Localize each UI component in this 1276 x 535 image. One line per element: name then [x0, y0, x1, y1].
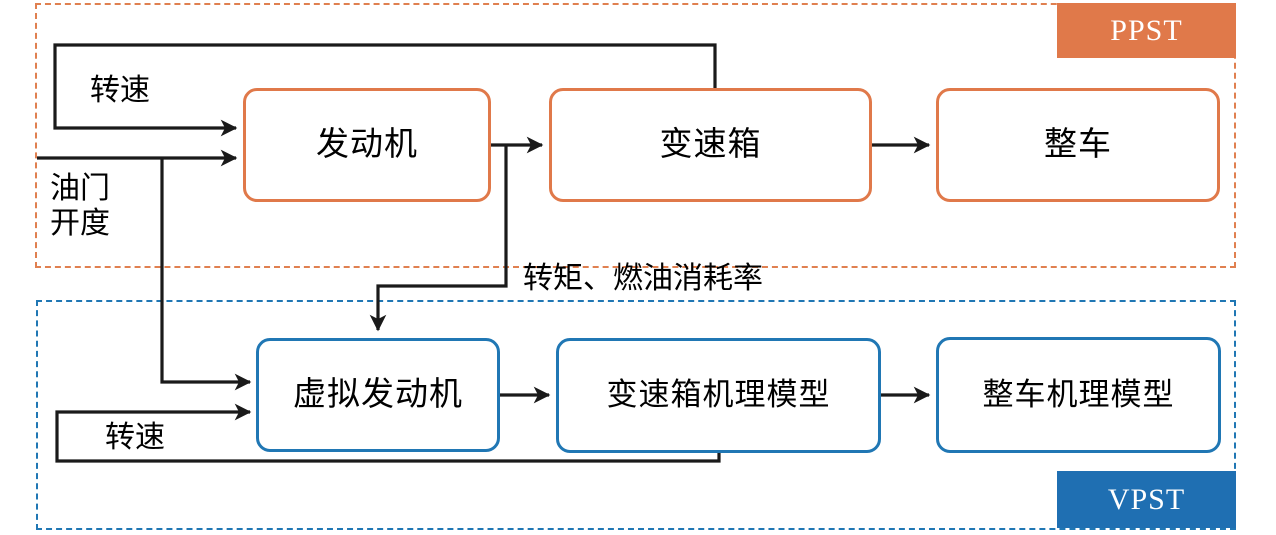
node-vehicle-label: 整车	[1044, 126, 1112, 163]
label-throttle: 油门 开度	[50, 172, 140, 241]
label-throttle-line2: 开度	[50, 206, 110, 240]
node-virtual-engine-label: 虚拟发动机	[293, 376, 463, 413]
group-vpst-boundary	[36, 300, 1236, 530]
group-ppst-boundary	[35, 3, 1236, 268]
label-torque-fuel: 转矩、燃油消耗率	[523, 262, 763, 295]
node-gearbox-model[interactable]: 变速箱机理模型	[556, 338, 881, 453]
node-vehicle-model-label: 整车机理模型	[982, 376, 1175, 412]
badge-ppst-label: PPST	[1110, 13, 1183, 47]
node-vehicle[interactable]: 整车	[936, 88, 1220, 202]
badge-ppst: PPST	[1057, 3, 1236, 58]
label-speed-bottom: 转速	[105, 421, 165, 454]
label-throttle-line1: 油门	[50, 172, 110, 205]
badge-vpst-label: VPST	[1107, 482, 1186, 516]
node-vehicle-model[interactable]: 整车机理模型	[936, 337, 1221, 453]
node-virtual-engine[interactable]: 虚拟发动机	[256, 338, 500, 452]
node-gearbox-model-label: 变速箱机理模型	[606, 377, 831, 413]
node-engine-label: 发动机	[316, 126, 418, 163]
node-engine[interactable]: 发动机	[243, 88, 491, 202]
node-gearbox[interactable]: 变速箱	[549, 88, 872, 202]
node-gearbox-label: 变速箱	[659, 126, 762, 163]
label-speed-top: 转速	[90, 74, 150, 107]
badge-vpst: VPST	[1057, 471, 1236, 528]
